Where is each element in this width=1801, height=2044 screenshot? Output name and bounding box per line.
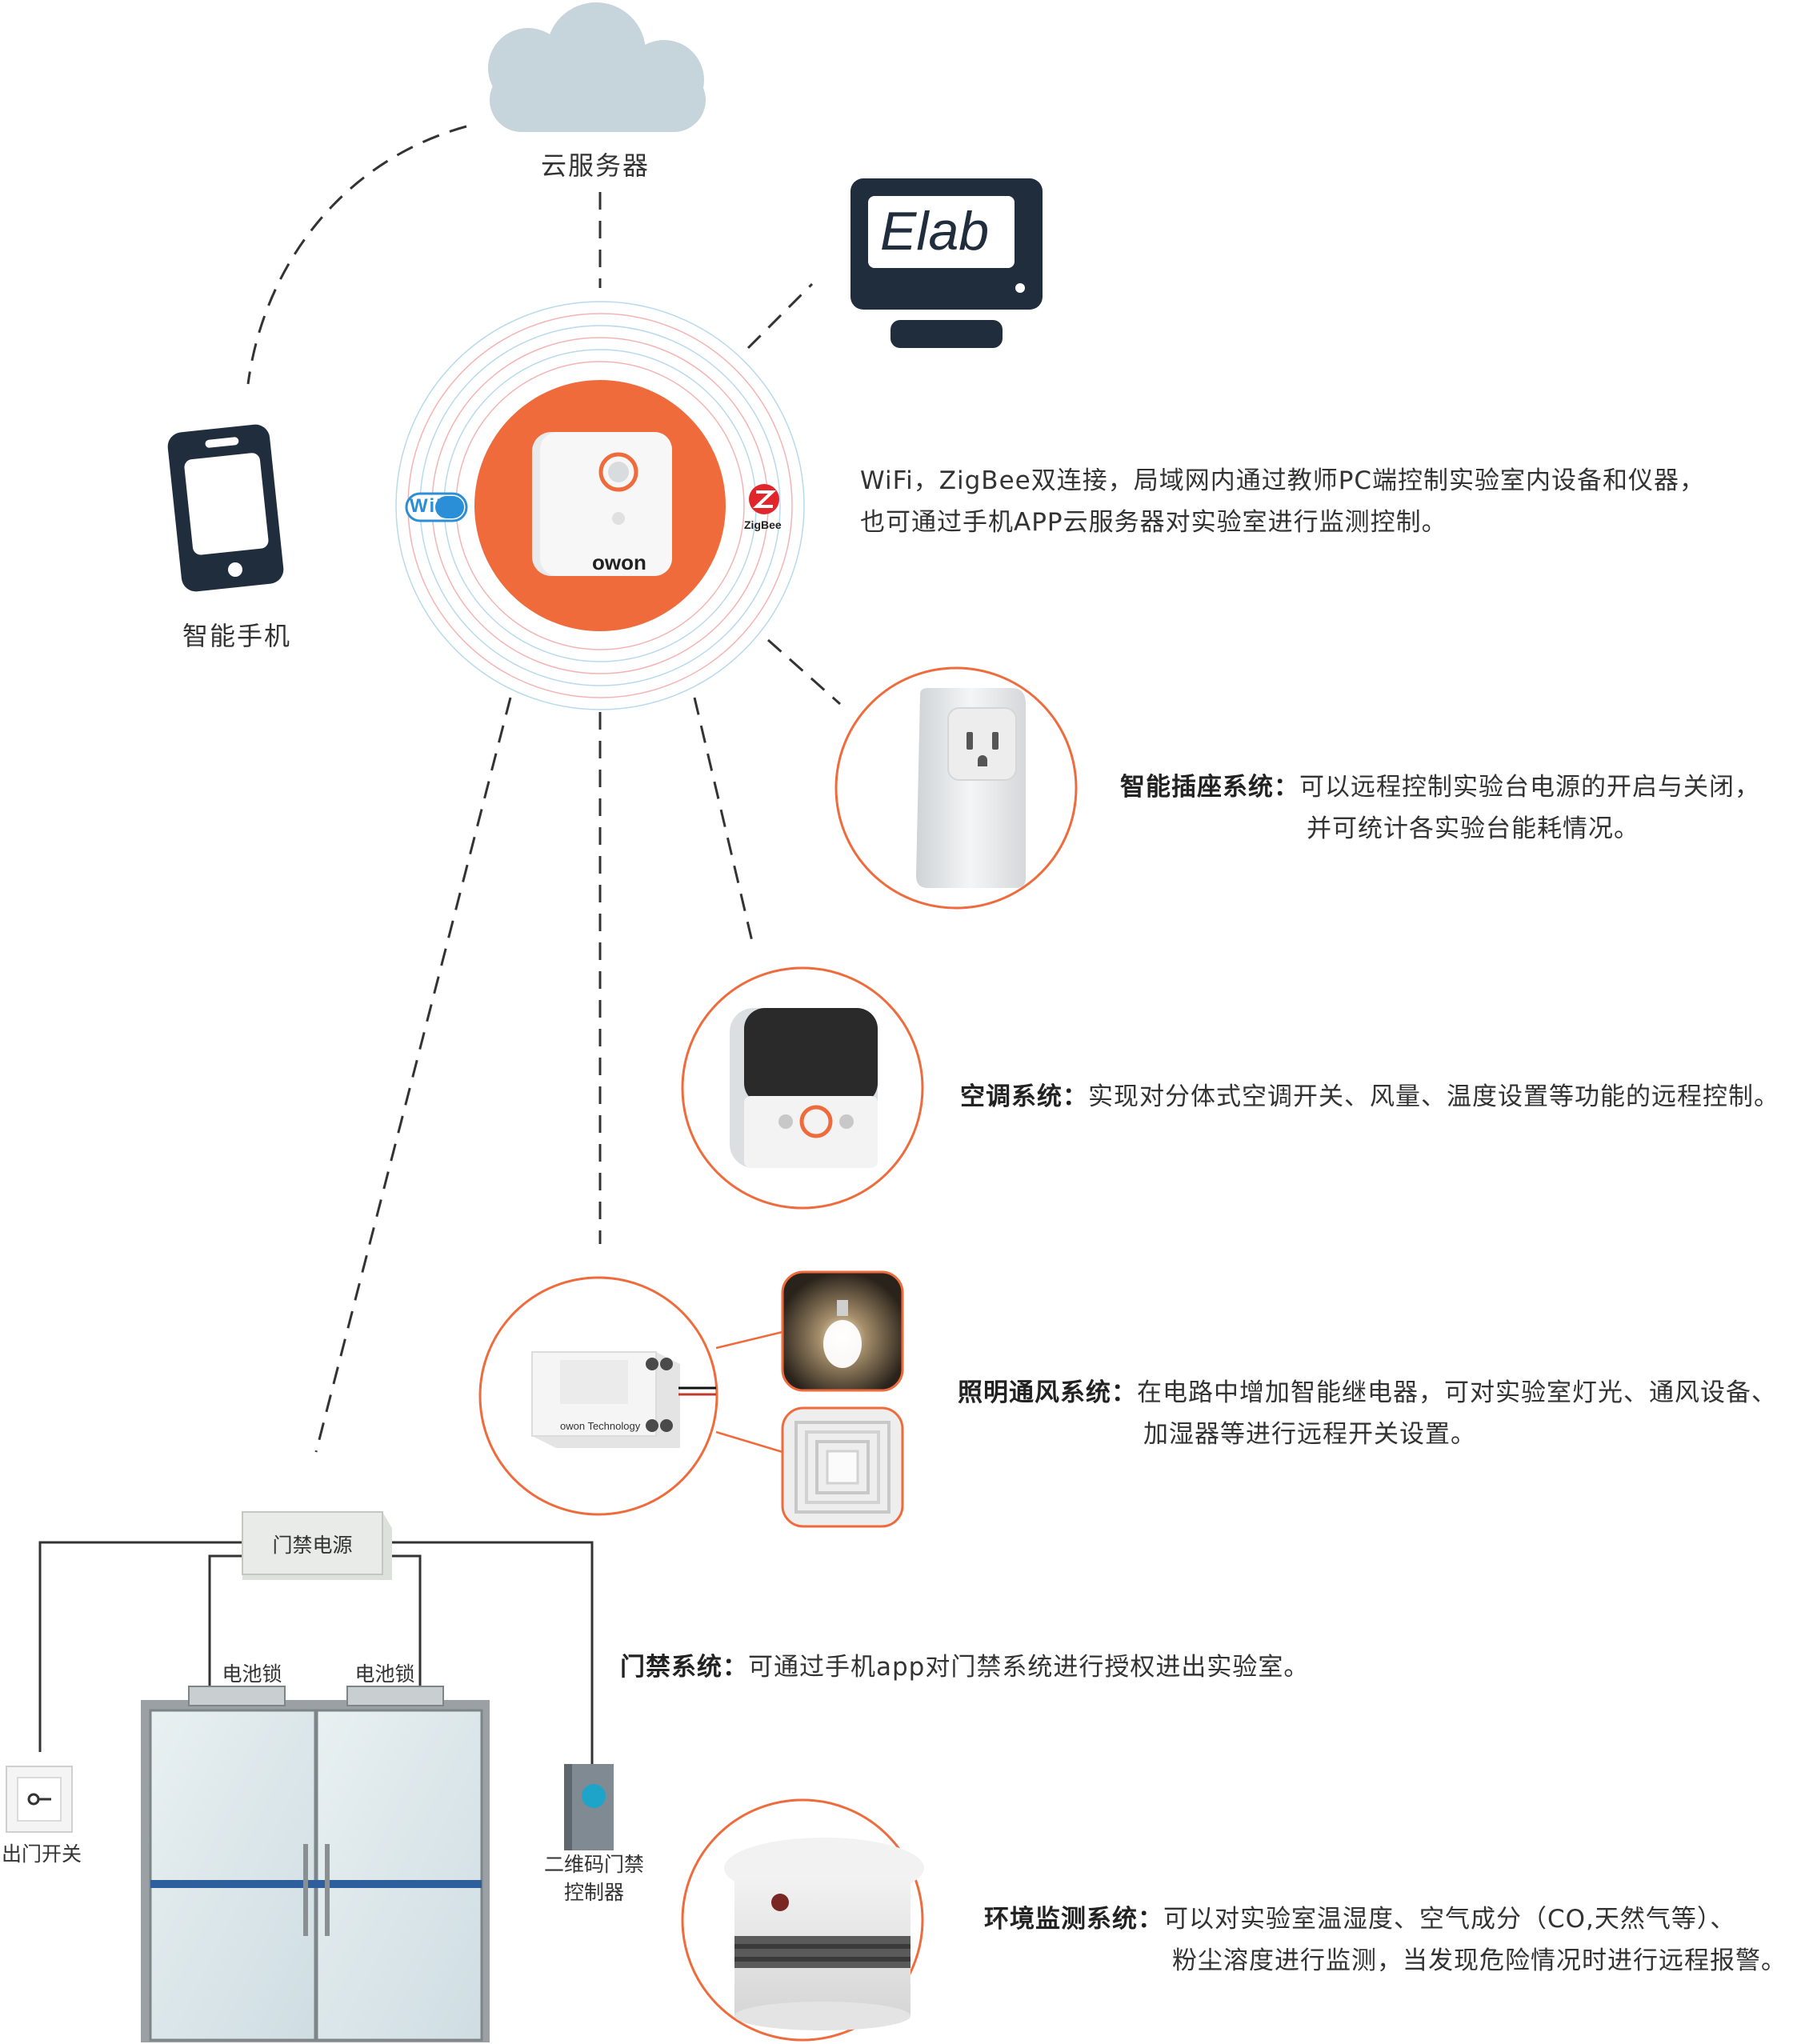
socket-line-1: 可以远程控制实验台电源的开启与关闭， xyxy=(1299,773,1760,802)
ac-line-1: 实现对分体式空调开关、风量、温度设置等功能的远程控制。 xyxy=(1088,1082,1779,1111)
intro-line-1: WiFi，ZigBee双连接，局域网内通过教师PC端控制实验室内设备和仪器， xyxy=(860,466,1706,495)
line-gateway-socket xyxy=(767,638,841,706)
connection-lines xyxy=(246,125,841,1453)
socket-title: 智能插座系统： xyxy=(1120,773,1299,802)
pc-screen-text: Elab xyxy=(880,201,990,262)
ac-title: 空调系统： xyxy=(960,1082,1088,1111)
exit-switch-icon xyxy=(6,1766,73,1833)
wifi-badge-text: WiFi xyxy=(410,495,457,517)
gateway-brand: owon xyxy=(592,550,646,574)
env-line-1: 可以对实验室温湿度、空气成分（CO,天然气等）、 xyxy=(1163,1905,1736,1934)
qr-controller-label: 二维码门禁 控制器 xyxy=(528,1850,660,1906)
phone-label: 智能手机 xyxy=(182,621,292,651)
relay-device xyxy=(531,1351,716,1448)
line-gateway-ac xyxy=(693,697,755,949)
qr-controller-icon xyxy=(564,1764,614,1850)
double-door xyxy=(141,1686,490,2042)
qr-controller-label-line-2: 控制器 xyxy=(563,1881,624,1904)
smoke-detector-device xyxy=(724,1838,924,2030)
battery-lock-left-label: 电池锁 xyxy=(222,1662,282,1686)
pc-monitor-icon xyxy=(850,178,1043,348)
door-title: 门禁系统： xyxy=(620,1653,748,1682)
lighting-title: 照明通风系统： xyxy=(958,1378,1137,1407)
env-description: 环境监测系统：可以对实验室温湿度、空气成分（CO,天然气等）、 粉尘溶度进行监测… xyxy=(984,1898,1787,1982)
door-power-label: 门禁电源 xyxy=(272,1534,353,1557)
door-description: 门禁系统：可通过手机app对门禁系统进行授权进出实验室。 xyxy=(620,1646,1309,1688)
door-line-1: 可通过手机app对门禁系统进行授权进出实验室。 xyxy=(748,1653,1310,1682)
socket-line-2: 并可统计各实验台能耗情况。 xyxy=(1307,814,1639,843)
relay-brand: owon Technology xyxy=(560,1420,641,1432)
zigbee-badge xyxy=(749,484,779,514)
light-bulb-tile xyxy=(781,1270,904,1392)
cloud-icon xyxy=(488,2,706,132)
gateway-device xyxy=(532,432,672,576)
smart-socket-device xyxy=(916,688,1026,888)
battery-lock-right-label: 电池锁 xyxy=(354,1662,415,1686)
socket-description: 智能插座系统：可以远程控制实验台电源的开启与关闭， 并可统计各实验台能耗情况。 xyxy=(1120,766,1760,850)
intro-line-2: 也可通过手机APP云服务器对实验室进行监测控制。 xyxy=(860,508,1447,537)
door-wiring xyxy=(38,1541,594,1768)
line-gateway-pc xyxy=(746,282,814,350)
line-gateway-door xyxy=(314,697,512,1453)
vent-tile xyxy=(781,1406,904,1528)
line-cloud-phone xyxy=(246,125,467,385)
lighting-description: 照明通风系统：在电路中增加智能继电器，可对实验室灯光、通风设备、 加湿器等进行远… xyxy=(958,1372,1777,1455)
ac-controller-device xyxy=(730,1008,878,1168)
relay-connectors xyxy=(715,1330,783,1454)
zigbee-badge-text: ZigBee xyxy=(744,518,782,531)
env-line-2: 粉尘溶度进行监测，当发现危险情况时进行远程报警。 xyxy=(1172,1946,1787,1975)
wifi-badge xyxy=(405,492,468,522)
lighting-line-2: 加湿器等进行远程开关设置。 xyxy=(1143,1420,1476,1449)
env-title: 环境监测系统： xyxy=(984,1905,1163,1934)
door-power-box xyxy=(242,1511,392,1580)
lighting-line-1: 在电路中增加智能继电器，可对实验室灯光、通风设备、 xyxy=(1137,1378,1777,1407)
intro-description: WiFi，ZigBee双连接，局域网内通过教师PC端控制实验室内设备和仪器， 也… xyxy=(860,460,1705,543)
qr-controller-label-line-1: 二维码门禁 xyxy=(543,1853,644,1876)
ac-description: 空调系统：实现对分体式空调开关、风量、温度设置等功能的远程控制。 xyxy=(960,1076,1779,1118)
exit-switch-label: 出门开关 xyxy=(1,1842,82,1866)
smartphone-icon xyxy=(167,424,284,592)
cloud-label: 云服务器 xyxy=(541,150,650,181)
